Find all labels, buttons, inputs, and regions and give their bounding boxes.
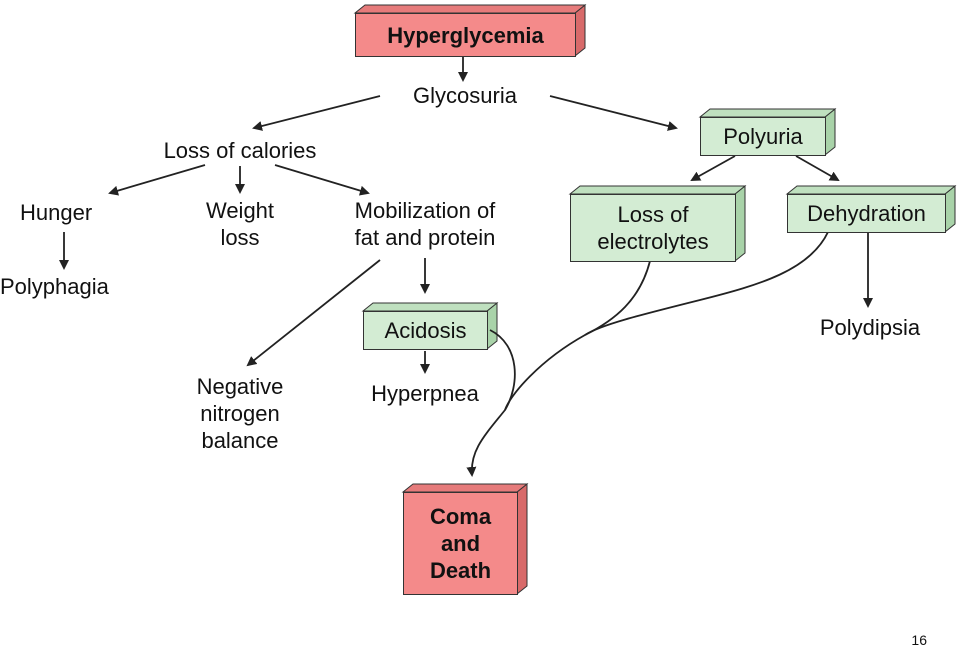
arrow-mobilization-nitrogen: [246, 259, 381, 367]
loss-of-electrolytes-box: Loss of electrolytes: [570, 194, 736, 262]
loss-of-electrolytes-label: Loss of electrolytes: [597, 202, 709, 254]
hyperglycemia-depth: [574, 3, 586, 58]
arrow-glyco-calories: [252, 95, 381, 131]
acidosis-label: Acidosis: [384, 318, 467, 343]
dehydration-box: Dehydration: [787, 194, 946, 233]
hyperpnea-label: Hyperpnea: [371, 381, 479, 406]
polydipsia-label: Polydipsia: [819, 315, 921, 340]
arrow-polyuria-dehydration: [795, 155, 840, 181]
arrow-calories-mobilization: [274, 164, 370, 196]
weight-loss-label: Weight loss: [205, 198, 275, 250]
glycosuria-label: Glycosuria: [413, 83, 517, 108]
arrow-polyuria-electrolytes: [690, 155, 736, 181]
arrow-glyco-polyuria: [549, 95, 678, 131]
loss-of-calories-label: Loss of calories: [163, 138, 317, 163]
hyperglycemia-label: Hyperglycemia: [387, 22, 544, 48]
arrow-calories-hunger: [108, 164, 206, 196]
hyperglycemia-box: Hyperglycemia: [355, 13, 576, 57]
coma-death-box: Coma and Death: [403, 492, 518, 595]
coma-death-label: Coma and Death: [429, 504, 492, 583]
hunger-label: Hunger: [20, 200, 93, 225]
negative-nitrogen-label: Negative nitrogen balance: [196, 374, 284, 453]
polyuria-box: Polyuria: [700, 117, 826, 156]
polyphagia-label: Polyphagia: [0, 274, 109, 299]
curve-electrolytes-coma: [504, 260, 651, 411]
dehydration-label: Dehydration: [807, 201, 926, 226]
mobilization-label: Mobilization of fat and protein: [354, 198, 496, 250]
curve-dehydration-coma: [584, 231, 829, 336]
acidosis-box: Acidosis: [363, 311, 488, 350]
hyperglycemia-top: [353, 4, 587, 14]
polyuria-label: Polyuria: [723, 124, 803, 149]
slide-number: 16: [911, 632, 927, 648]
